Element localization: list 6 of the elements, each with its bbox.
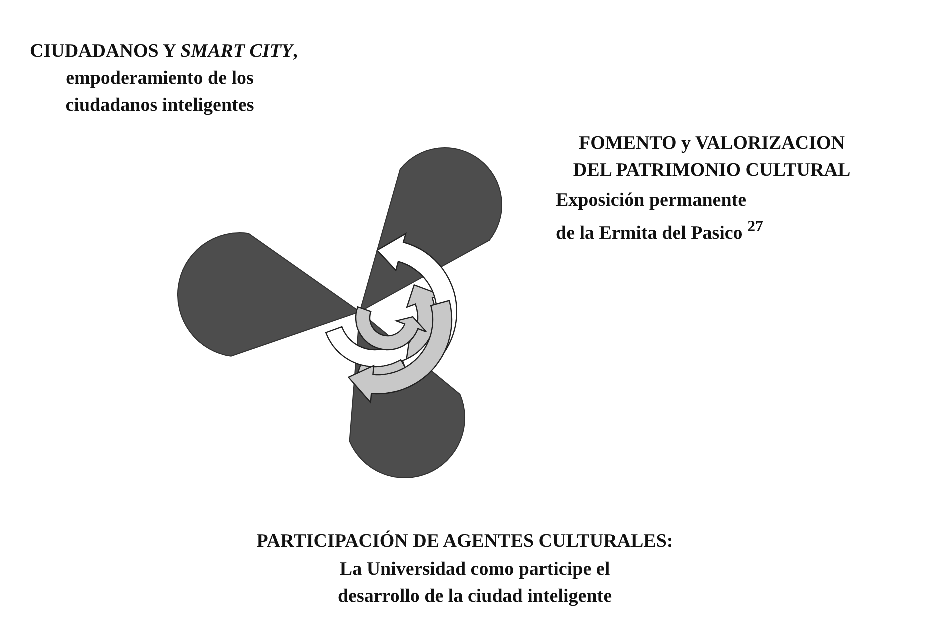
body-text: La Universidad como participe el desarrollo de la ciudad inteligente xyxy=(338,559,612,607)
heading-text: PARTICIPACIÓN DE AGENTES CULTURALES: xyxy=(256,531,674,552)
body-text: Exposición permanente de la Ermita del Pasico $^{27}$ xyxy=(556,190,764,244)
heading-text: CIUDADANOS Y SMART CITY, xyxy=(30,41,298,62)
body-text: empoderamiento de los ciudadanos inteligentes xyxy=(66,68,254,116)
heading-text: FOMENTO y VALORIZACION DEL PATRIMONIO CULTURAL xyxy=(573,133,851,181)
